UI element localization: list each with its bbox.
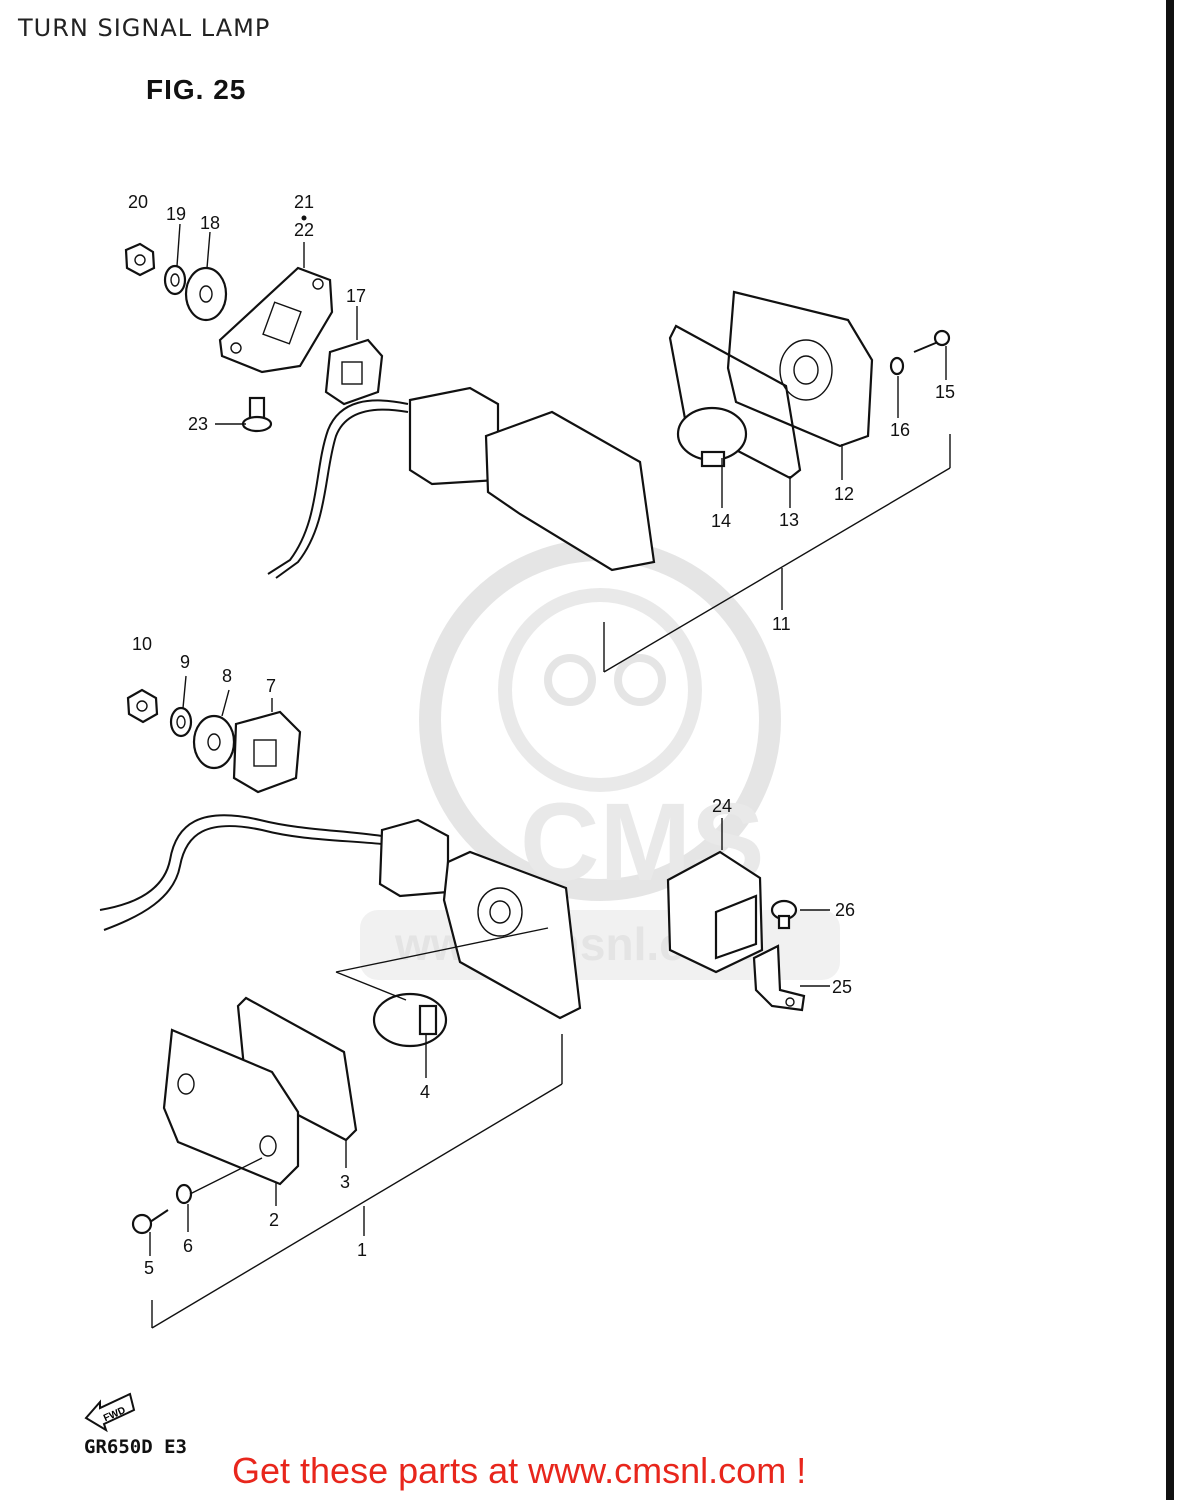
model-code: GR650D E3 — [84, 1436, 187, 1458]
callout-9: 9 — [180, 652, 190, 672]
part-14-bulb — [676, 406, 748, 468]
part-12-lens — [726, 290, 874, 448]
part-16-washer — [889, 356, 905, 376]
part-18-washer — [184, 266, 228, 322]
part-23-screw — [241, 396, 273, 433]
scan-right-edge — [1166, 0, 1174, 1500]
part-9-lock-washer — [169, 706, 193, 738]
part-2-lens — [162, 1028, 300, 1186]
callout-10: 10 — [132, 634, 152, 654]
part-4-bulb — [372, 992, 448, 1048]
leader-lines-upper — [176, 223, 951, 673]
part-25-bracket — [752, 944, 806, 1012]
footer-parts-link[interactable]: Get these parts at www.cmsnl.com ! — [232, 1450, 807, 1491]
callout-4: 4 — [420, 1082, 430, 1102]
callout-20: 20 — [128, 192, 148, 212]
part-10-nut — [126, 688, 159, 724]
part-7-grommet — [232, 710, 302, 794]
watermark-logo: CMS www.cmsnl.com — [360, 539, 840, 980]
part-15-screw — [913, 329, 951, 353]
callout-5: 5 — [144, 1258, 154, 1278]
part-3-gasket — [236, 996, 358, 1142]
callout-21: 21 — [294, 192, 314, 212]
callout-6: 6 — [183, 1236, 193, 1256]
callout-19: 19 — [166, 204, 186, 224]
callout-18: 18 — [200, 213, 220, 233]
callout-22: 22 — [294, 220, 314, 240]
part-11-wire-inner — [275, 408, 409, 579]
callout-16: 16 — [890, 420, 910, 440]
callout-25: 25 — [832, 977, 852, 997]
callout-26: 26 — [835, 900, 855, 920]
part-26-screw — [770, 899, 798, 930]
part-11-wire — [267, 399, 409, 575]
callout-21-22-dot — [301, 215, 307, 221]
part-20-nut — [124, 242, 156, 277]
part-11-lamp-body — [408, 386, 656, 572]
part-21-22-bracket — [218, 266, 334, 374]
part-19-lock-washer — [163, 264, 187, 296]
callout-23: 23 — [188, 414, 208, 434]
callout-8: 8 — [222, 666, 232, 686]
part-17-grommet — [324, 338, 384, 406]
callout-labels: 1 2 3 4 5 6 7 8 9 10 11 12 13 14 15 16 1… — [128, 192, 955, 1278]
callout-13: 13 — [779, 510, 799, 530]
part-1-wire-inner — [103, 825, 383, 931]
callout-12: 12 — [834, 484, 854, 504]
figure-label: FIG. 25 — [146, 74, 247, 105]
callout-17: 17 — [346, 286, 366, 306]
callout-1: 1 — [357, 1240, 367, 1260]
leader-lines-lower — [149, 675, 830, 1329]
part-1-wire — [99, 814, 383, 911]
callout-11: 11 — [772, 614, 791, 634]
callout-24: 24 — [712, 796, 732, 816]
callout-3: 3 — [340, 1172, 350, 1192]
part-5-screw — [131, 1209, 169, 1235]
part-24-relay — [666, 850, 764, 974]
page-title: TURN SIGNAL LAMP — [18, 14, 271, 42]
callout-15: 15 — [935, 382, 955, 402]
callout-2: 2 — [269, 1210, 279, 1230]
part-6-washer — [175, 1183, 193, 1205]
fwd-arrow-icon: FWD — [84, 1392, 136, 1433]
callout-14: 14 — [711, 511, 731, 531]
part-8-washer — [192, 714, 236, 770]
callout-7: 7 — [266, 676, 276, 696]
